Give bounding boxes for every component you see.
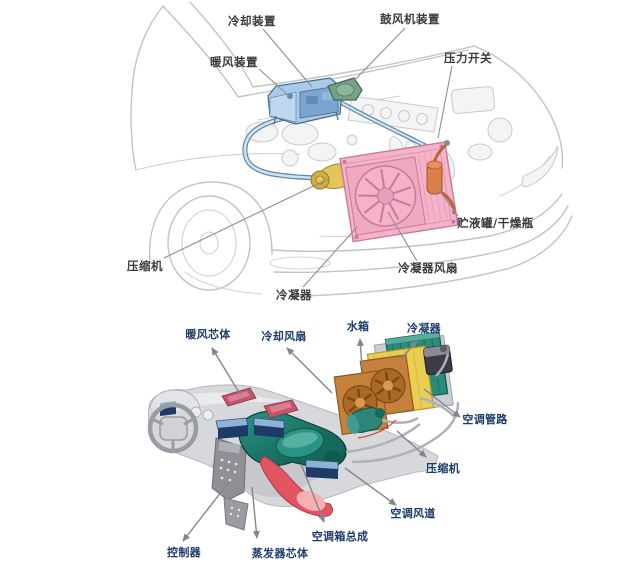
wire [357,419,397,439]
label-controller: 控制器 [167,545,202,559]
arrow-controller [182,481,230,542]
label-cooling-fan: 冷却风扇 [261,329,306,343]
arrow-ac-duct [344,467,397,506]
label-compressor: 压缩机 [127,259,163,273]
label-condenser: 冷凝器 [276,288,312,302]
receiver-drier-part [426,140,456,215]
leader-pressure-switch [437,65,453,139]
leader-condenser-fan [387,211,418,262]
label-heater-unit: 暖风装置 [210,55,258,69]
arrow-heater-core [211,347,241,395]
label-cooling-unit: 冷却装置 [228,14,276,28]
arrow-ac-pipes [423,388,461,418]
label-compressor: 压缩机 [426,461,460,475]
leader-cooling-unit [262,28,313,88]
arrow-ac-box-assembly [300,463,325,523]
label-ac-pipes: 空调管路 [462,412,508,426]
label-blower-unit: 鼓风机装置 [380,12,440,26]
compressor-cylinder [346,406,385,434]
arrow-compressor [396,430,427,458]
arrow-evaporator-core [251,486,260,539]
arrow-cooling-fan [286,347,333,394]
label-heater-core: 暖风芯体 [185,327,231,341]
leader-heater-unit [258,68,290,97]
car-outline [130,1,573,297]
label-condenser: 冷凝器 [407,321,442,335]
air-vents [215,417,339,479]
label-evaporator-core: 蒸发器芯体 [252,546,309,560]
arrow-radiator [357,338,364,368]
label-pressure-switch: 压力开关 [444,51,492,65]
ac-box-assembly-part [238,410,347,469]
steering-wheel [147,402,199,454]
arrow-condenser [400,340,418,360]
label-ac-duct: 空调风道 [390,506,435,520]
blower-unit-part [327,77,363,101]
leader-condenser [302,226,358,288]
leader-compressor [163,178,329,259]
defrost-ducts [221,387,299,419]
leader-receiver-drier [436,186,459,217]
label-radiator: 水箱 [347,319,370,333]
compressor-unit-part [423,344,453,376]
label-condenser-fan: 冷凝器风扇 [398,261,458,275]
leader-blower-unit [348,27,406,87]
label-receiver-drier: 贮液罐/干燥瓶 [456,216,534,230]
center-console [211,437,249,531]
label-ac-box-assembly: 空调箱总成 [312,529,369,543]
